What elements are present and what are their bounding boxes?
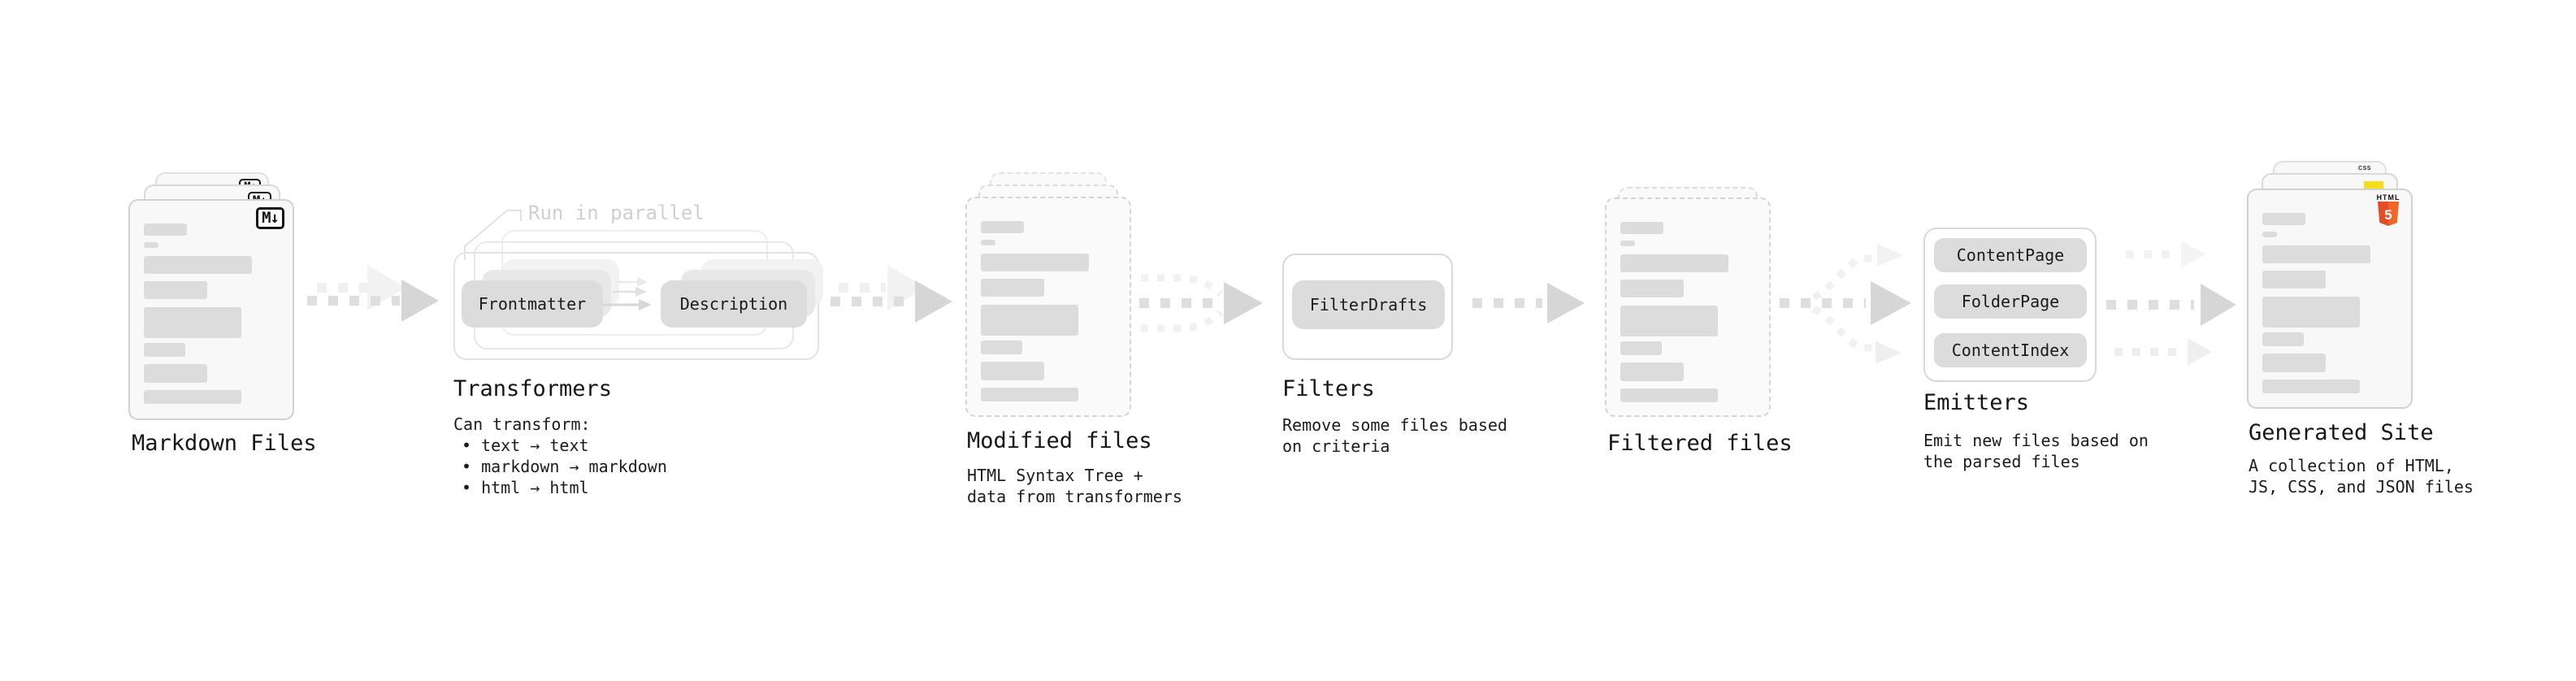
contentindex-pill: ContentIndex: [1934, 333, 2087, 367]
transformers-bullet: • markdown → markdown: [462, 457, 667, 476]
stage-label-emitters: Emitters: [1923, 390, 2030, 415]
arrow-emitters-to-generated: [2106, 241, 2236, 366]
html5-numeral: 5: [2384, 207, 2392, 223]
transformers-desc-title: Can transform:: [453, 414, 591, 434]
doc-line: [981, 362, 1045, 380]
doc-placeholder-lines: [1620, 222, 1755, 402]
transformers-bullet: • html → html: [462, 478, 589, 497]
transformers-bullet: • text → text: [462, 436, 589, 455]
doc-line: [144, 307, 241, 338]
transformers-description: Can transform: • text → text • markdown …: [453, 414, 667, 498]
css-wordmark: CSS: [2358, 166, 2371, 171]
stage-label-markdown: Markdown Files: [132, 431, 317, 456]
filterdrafts-pill: FilterDrafts: [1292, 280, 1445, 329]
emitters-description: Emit new files based on the parsed files: [1923, 430, 2149, 472]
doc-line: [1620, 254, 1728, 272]
transformer-frame: [453, 252, 819, 360]
stage-label-generated: Generated Site: [2249, 420, 2434, 445]
doc-line: [1620, 306, 1718, 336]
stage-label-transformers: Transformers: [453, 376, 613, 401]
filters-description: Remove some files based on criteria: [1282, 414, 1507, 457]
file-card: HTML 5: [2247, 189, 2413, 409]
doc-placeholder-lines: [981, 221, 1116, 401]
doc-line: [981, 254, 1089, 271]
arrow-filtered-to-emitters: [1780, 244, 1911, 364]
doc-line: [144, 343, 186, 357]
doc-line: [2262, 213, 2306, 225]
doc-line: [144, 281, 208, 299]
doc-line: [144, 256, 252, 274]
doc-line: [1620, 241, 1636, 246]
modified-description: HTML Syntax Tree + data from transformer…: [967, 465, 1182, 507]
emitters-desc-line: the parsed files: [1923, 452, 2080, 471]
doc-line: [981, 340, 1023, 354]
doc-line: [981, 279, 1045, 297]
generated-description: A collection of HTML, JS, CSS, and JSON …: [2249, 455, 2474, 497]
doc-line: [2262, 380, 2360, 393]
doc-line: [2262, 332, 2305, 346]
doc-line: [1620, 388, 1718, 402]
doc-line: [1620, 362, 1685, 381]
arrow-transformers-to-modified: [830, 265, 952, 323]
emitters-desc-line: Emit new files based on: [1923, 431, 2149, 450]
generated-desc-line: JS, CSS, and JSON files: [2249, 477, 2474, 497]
generated-desc-line: A collection of HTML,: [2249, 456, 2454, 475]
doc-line: [981, 388, 1078, 401]
doc-line: [981, 240, 996, 245]
run-in-parallel-annotation: Run in parallel: [528, 202, 705, 224]
doc-line: [2262, 245, 2370, 263]
doc-placeholder-lines: [144, 223, 279, 404]
filters-desc-line: Remove some files based: [1282, 415, 1507, 435]
filters-desc-line: on criteria: [1282, 436, 1390, 456]
modified-desc-line: HTML Syntax Tree +: [967, 466, 1143, 485]
markdown-icon: M↓: [256, 207, 284, 229]
doc-line: [144, 223, 188, 236]
doc-line: [1620, 280, 1685, 297]
doc-line: [144, 364, 208, 383]
stage-label-modified: Modified files: [967, 428, 1152, 453]
stage-label-filtered: Filtered files: [1607, 431, 1793, 456]
stage-label-filters: Filters: [1282, 376, 1375, 401]
contentpage-pill: ContentPage: [1934, 238, 2087, 272]
folderpage-pill: FolderPage: [1934, 284, 2087, 319]
doc-line: [144, 242, 159, 248]
description-pill: Description: [661, 280, 807, 327]
file-card: M↓: [128, 199, 294, 420]
doc-line: [1620, 222, 1664, 234]
arrow-filters-to-filtered: [1472, 283, 1585, 323]
html5-wordmark: HTML: [2376, 193, 2400, 202]
html5-icon: HTML 5: [2374, 193, 2402, 226]
file-card: [1605, 197, 1771, 417]
doc-line: [2262, 271, 2327, 288]
doc-line: [2262, 232, 2278, 237]
doc-line: [1620, 341, 1663, 355]
doc-placeholder-lines: [2262, 213, 2397, 393]
arrow-markdown-to-transformers: [307, 265, 439, 322]
arrow-modified-to-filters: [1139, 274, 1263, 332]
doc-line: [981, 221, 1025, 233]
doc-line: [144, 390, 241, 404]
doc-line: [2262, 297, 2360, 327]
doc-line: [2262, 354, 2327, 372]
doc-line: [981, 305, 1078, 336]
html5-shield: 5: [2378, 202, 2399, 226]
frontmatter-pill: Frontmatter: [462, 280, 603, 327]
modified-desc-line: data from transformers: [967, 487, 1182, 506]
file-card: [965, 197, 1131, 417]
javascript-icon: [2364, 181, 2383, 190]
